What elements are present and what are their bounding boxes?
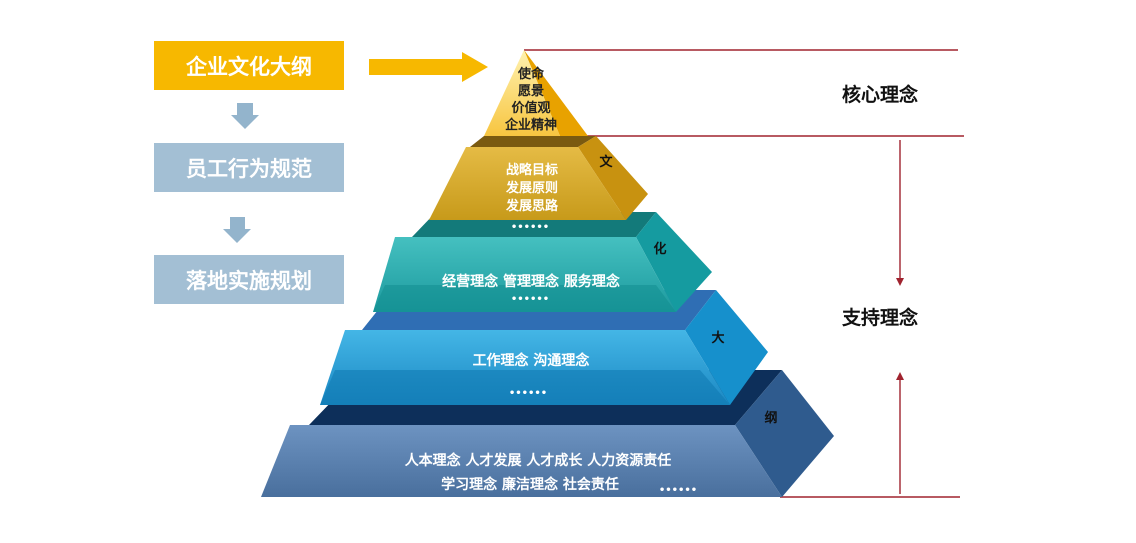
top-mission: 使命 bbox=[517, 66, 545, 82]
pointer-arrow-icon bbox=[369, 52, 488, 82]
level5-line2: 学习理念 廉洁理念 社会责任 bbox=[441, 476, 619, 493]
level4-concepts: 工作理念 沟通理念 bbox=[473, 352, 591, 369]
top-vision: 愿景 bbox=[518, 84, 544, 99]
behavior-box-label: 员工行为规范 bbox=[186, 156, 312, 181]
level3-more: •••••• bbox=[511, 294, 549, 305]
side-char-gang: 纲 bbox=[764, 410, 777, 426]
level2-strategy: 战略目标 bbox=[506, 162, 558, 178]
implement-box-label: 落地实施规划 bbox=[186, 268, 312, 293]
behavior-box: 员工行为规范 bbox=[154, 143, 344, 192]
top-spirit: 企业精神 bbox=[504, 117, 557, 133]
core-bracket bbox=[524, 49, 964, 498]
top-values: 价值观 bbox=[511, 100, 550, 116]
pyramid-level-3 bbox=[373, 212, 712, 312]
core-concepts-label: 核心理念 bbox=[842, 84, 919, 106]
level5-line1: 人本理念 人才发展 人才成长 人力资源责任 bbox=[405, 452, 672, 469]
support-concepts-label: 支持理念 bbox=[842, 307, 919, 329]
down-arrow-icon bbox=[223, 217, 251, 243]
pyramid-level-2 bbox=[429, 136, 648, 220]
level2-more: •••••• bbox=[511, 222, 549, 233]
side-char-da: 大 bbox=[711, 330, 724, 346]
level3-concepts: 经营理念 管理理念 服务理念 bbox=[442, 273, 621, 290]
level4-more: •••••• bbox=[509, 388, 547, 399]
side-char-wen: 文 bbox=[599, 154, 613, 170]
outline-box: 企业文化大纲 bbox=[154, 41, 344, 90]
implement-box: 落地实施规划 bbox=[154, 255, 344, 304]
outline-box-label: 企业文化大纲 bbox=[186, 54, 312, 79]
side-char-hua: 化 bbox=[653, 241, 666, 257]
level2-approach: 发展思路 bbox=[505, 198, 559, 214]
level5-more: •••••• bbox=[659, 485, 697, 496]
support-range-arrows bbox=[896, 140, 904, 494]
down-arrow-icon bbox=[231, 103, 259, 129]
pyramid-top bbox=[484, 50, 588, 136]
level2-principles: 发展原则 bbox=[505, 180, 558, 196]
